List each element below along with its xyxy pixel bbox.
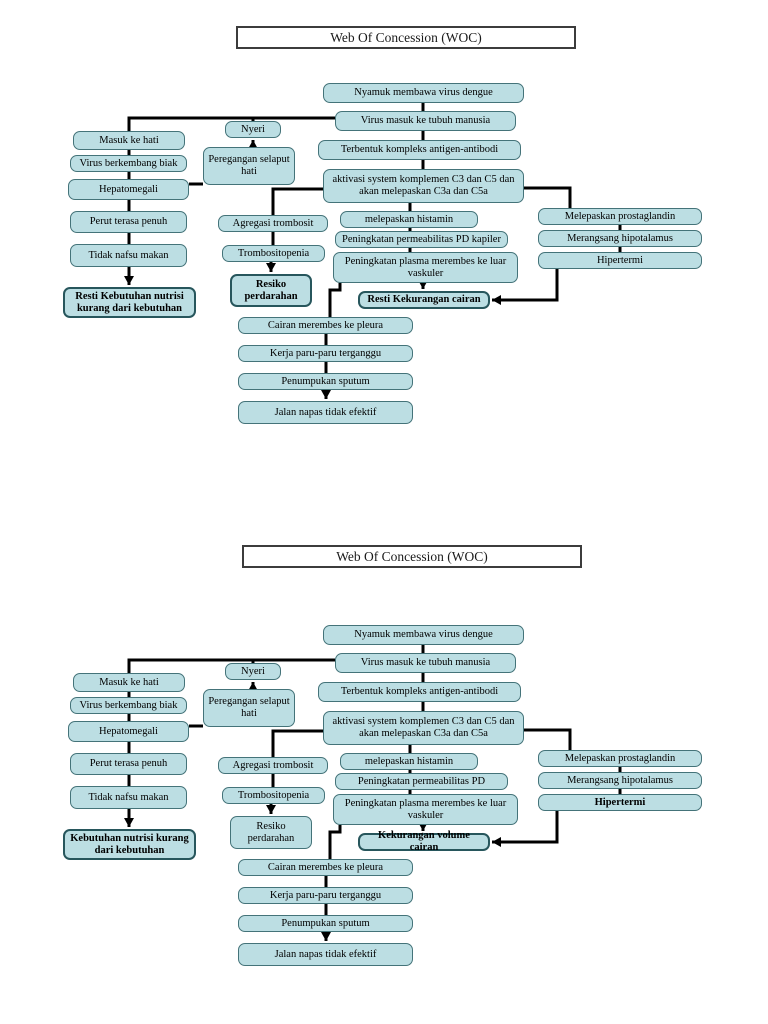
node-kerja-paru-terganggu: Kerja paru-paru terganggu bbox=[238, 887, 413, 904]
node-jalan-napas-tidak-efektif: Jalan napas tidak efektif bbox=[238, 943, 413, 966]
node-jalan-napas-tidak-efektif: Jalan napas tidak efektif bbox=[238, 401, 413, 424]
node-penumpukan-sputum: Penumpukan sputum bbox=[238, 915, 413, 932]
node-virus-masuk-tubuh: Virus masuk ke tubuh manusia bbox=[335, 111, 516, 131]
node-kompleks-antigen-antibodi: Terbentuk kompleks antigen-antibodi bbox=[318, 140, 521, 160]
node-resiko-perdarahan: Resiko perdarahan bbox=[230, 816, 312, 849]
flowchart-bottom: Web Of Concession (WOC) Nyamuk membawa v… bbox=[0, 542, 768, 1024]
flowchart-top: Web Of Concession (WOC) Nyamuk membawa v… bbox=[63, 26, 702, 424]
node-merangsang-hipotalamus: Merangsang hipotalamus bbox=[538, 772, 702, 789]
node-resiko-perdarahan: Resiko perdarahan bbox=[230, 274, 312, 307]
node-peregangan-selaput-hati: Peregangan selaput hati bbox=[203, 689, 295, 727]
node-trombositopenia: Trombositopenia bbox=[222, 787, 325, 804]
node-virus-masuk-tubuh: Virus masuk ke tubuh manusia bbox=[335, 653, 516, 673]
node-plasma-merembes: Peningkatan plasma merembes ke luar vask… bbox=[333, 252, 518, 283]
node-penumpukan-sputum: Penumpukan sputum bbox=[238, 373, 413, 390]
node-kompleks-antigen-antibodi: Terbentuk kompleks antigen-antibodi bbox=[318, 682, 521, 702]
node-tidak-nafsu-makan: Tidak nafsu makan bbox=[70, 244, 187, 267]
node-perut-terasa-penuh: Perut terasa penuh bbox=[70, 211, 187, 233]
node-diagnosis-kekurangan-cairan: Resti Kekurangan cairan bbox=[358, 291, 490, 309]
node-cairan-merembes-pleura: Cairan merembes ke pleura bbox=[238, 859, 413, 876]
node-nyamuk-membawa-virus: Nyamuk membawa virus dengue bbox=[323, 83, 524, 103]
node-melepaskan-prostaglandin: Melepaskan prostaglandin bbox=[538, 208, 702, 225]
node-cairan-merembes-pleura: Cairan merembes ke pleura bbox=[238, 317, 413, 334]
node-trombositopenia: Trombositopenia bbox=[222, 245, 325, 262]
node-diagnosis-kekurangan-volume-cairan: Kekurangan volume cairan bbox=[358, 830, 490, 853]
node-virus-berkembang-biak: Virus berkembang biak bbox=[70, 155, 187, 172]
node-nyeri: Nyeri bbox=[225, 121, 281, 138]
diagram-title: Web Of Concession (WOC) bbox=[242, 545, 582, 568]
node-plasma-merembes: Peningkatan plasma merembes ke luar vask… bbox=[333, 794, 518, 825]
node-peregangan-selaput-hati: Peregangan selaput hati bbox=[203, 147, 295, 185]
node-diagnosis-nutrisi: Resti Kebutuhan nutrisi kurang dari kebu… bbox=[63, 287, 196, 318]
node-hepatomegali: Hepatomegali bbox=[68, 721, 189, 742]
node-nyamuk-membawa-virus: Nyamuk membawa virus dengue bbox=[323, 625, 524, 645]
node-hipertermi: Hipertermi bbox=[538, 794, 702, 811]
node-virus-berkembang-biak: Virus berkembang biak bbox=[70, 697, 187, 714]
node-hipertermi: Hipertermi bbox=[538, 252, 702, 269]
node-aktivasi-komplemen: aktivasi system komplemen C3 dan C5 dan … bbox=[323, 169, 524, 203]
node-merangsang-hipotalamus: Merangsang hipotalamus bbox=[538, 230, 702, 247]
node-agregasi-trombosit: Agregasi trombosit bbox=[218, 215, 328, 232]
node-diagnosis-nutrisi: Kebutuhan nutrisi kurang dari kebutuhan bbox=[63, 829, 196, 860]
node-peningkatan-permeabilitas: Peningkatan permeabilitas PD bbox=[335, 773, 508, 790]
node-perut-terasa-penuh: Perut terasa penuh bbox=[70, 753, 187, 775]
node-kerja-paru-terganggu: Kerja paru-paru terganggu bbox=[238, 345, 413, 362]
node-melepaskan-histamin: melepaskan histamin bbox=[340, 753, 478, 770]
diagram-title: Web Of Concession (WOC) bbox=[236, 26, 576, 49]
node-agregasi-trombosit: Agregasi trombosit bbox=[218, 757, 328, 774]
node-nyeri: Nyeri bbox=[225, 663, 281, 680]
node-masuk-ke-hati: Masuk ke hati bbox=[73, 673, 185, 692]
node-aktivasi-komplemen: aktivasi system komplemen C3 dan C5 dan … bbox=[323, 711, 524, 745]
node-melepaskan-prostaglandin: Melepaskan prostaglandin bbox=[538, 750, 702, 767]
node-peningkatan-permeabilitas: Peningkatan permeabilitas PD kapiler bbox=[335, 231, 508, 248]
node-tidak-nafsu-makan: Tidak nafsu makan bbox=[70, 786, 187, 809]
node-masuk-ke-hati: Masuk ke hati bbox=[73, 131, 185, 150]
node-melepaskan-histamin: melepaskan histamin bbox=[340, 211, 478, 228]
node-hepatomegali: Hepatomegali bbox=[68, 179, 189, 200]
